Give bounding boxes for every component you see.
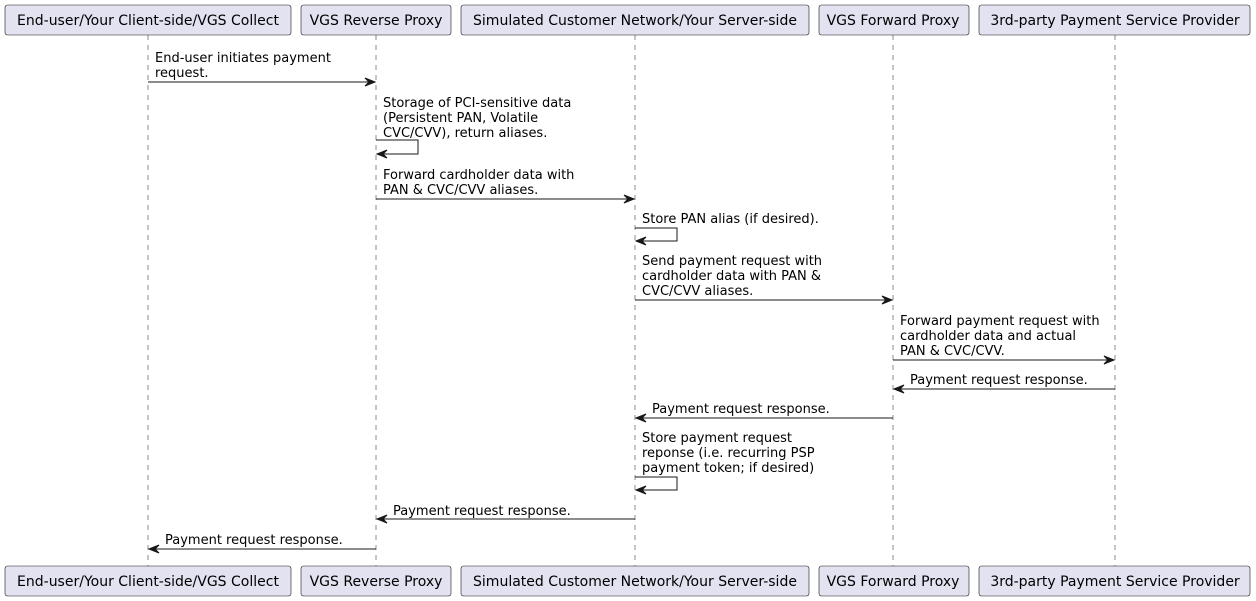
arrow-head: [881, 295, 894, 305]
message-4: Store PAN alias (if desired).: [634, 212, 819, 246]
participant-server-top: Simulated Customer Network/Your Server-s…: [460, 4, 810, 36]
message-label: Forward payment request with: [900, 314, 1100, 329]
participant-server-bottom: Simulated Customer Network/Your Server-s…: [460, 565, 810, 597]
message-label: Payment request response.: [393, 504, 571, 519]
participant-box: [460, 565, 810, 597]
participant-box: [300, 565, 452, 597]
participant-box: [818, 4, 970, 36]
message-label: request.: [155, 66, 209, 81]
arrow-head: [1103, 355, 1116, 365]
message-label: cardholder data and actual: [900, 329, 1076, 344]
participant-label: 3rd-party Payment Service Provider: [990, 13, 1240, 29]
participant-box: [818, 565, 970, 597]
arrow-head: [634, 413, 647, 423]
participant-box: [978, 565, 1251, 597]
message-label: Payment request response.: [652, 402, 830, 417]
message-arrow: [635, 227, 678, 242]
message-label: reponse (i.e. recurring PSP: [642, 446, 815, 461]
message-label: (Persistent PAN, Volatile: [383, 111, 538, 126]
message-label: CVC/CVV), return aliases.: [383, 126, 547, 141]
participant-forward-bottom: VGS Forward Proxy: [818, 565, 970, 597]
participant-label: End-user/Your Client-side/VGS Collect: [17, 13, 279, 29]
message-label: Payment request response.: [910, 373, 1088, 388]
arrow-head: [892, 384, 905, 394]
participant-box: [460, 4, 810, 36]
participant-reverse-top: VGS Reverse Proxy: [300, 4, 452, 36]
arrow-head: [375, 149, 388, 159]
participant-label: VGS Forward Proxy: [827, 574, 960, 590]
participant-psp-top: 3rd-party Payment Service Provider: [978, 4, 1251, 36]
arrow-head: [147, 544, 160, 554]
message-label: Store PAN alias (if desired).: [642, 212, 819, 227]
participant-client-top: End-user/Your Client-side/VGS Collect: [4, 4, 292, 36]
participant-label: VGS Reverse Proxy: [310, 574, 443, 590]
message-11: Payment request response.: [147, 533, 376, 554]
participant-client-bottom: End-user/Your Client-side/VGS Collect: [4, 565, 292, 597]
message-label: PAN & CVC/CVV aliases.: [383, 183, 538, 198]
arrow-head: [375, 514, 388, 524]
message-label: Payment request response.: [165, 533, 343, 548]
participant-box: [978, 4, 1251, 36]
participant-label: VGS Forward Proxy: [827, 13, 960, 29]
participant-reverse-bottom: VGS Reverse Proxy: [300, 565, 452, 597]
arrow-head: [623, 194, 636, 204]
participant-label: Simulated Customer Network/Your Server-s…: [473, 13, 797, 29]
participant-forward-top: VGS Forward Proxy: [818, 4, 970, 36]
message-8: Payment request response.: [634, 402, 893, 423]
participant-psp-bottom: 3rd-party Payment Service Provider: [978, 565, 1251, 597]
message-label: CVC/CVV aliases.: [642, 284, 753, 299]
message-label: cardholder data with PAN &: [642, 269, 821, 284]
arrow-head: [634, 485, 647, 495]
message-label: Forward cardholder data with: [383, 168, 574, 183]
participant-label: 3rd-party Payment Service Provider: [990, 574, 1240, 590]
message-10: Payment request response.: [375, 504, 635, 524]
message-label: End-user initiates payment: [155, 51, 331, 66]
participant-label: End-user/Your Client-side/VGS Collect: [17, 574, 279, 590]
participant-label: VGS Reverse Proxy: [310, 13, 443, 29]
participant-box: [4, 4, 292, 36]
message-label: PAN & CVC/CVV.: [900, 344, 1005, 359]
message-arrow: [376, 139, 419, 155]
participant-label: Simulated Customer Network/Your Server-s…: [473, 574, 797, 590]
arrow-head: [364, 77, 377, 87]
message-label: Storage of PCI-sensitive data: [383, 96, 571, 111]
participant-box: [4, 565, 292, 597]
participant-box: [300, 4, 452, 36]
message-arrow: [635, 476, 678, 491]
message-label: payment token; if desired): [642, 461, 814, 476]
message-2: Storage of PCI-sensitive data(Persistent…: [375, 96, 571, 159]
arrow-head: [634, 236, 647, 246]
message-label: Store payment request: [642, 431, 792, 446]
message-7: Payment request response.: [892, 373, 1115, 394]
message-label: Send payment request with: [642, 254, 822, 269]
